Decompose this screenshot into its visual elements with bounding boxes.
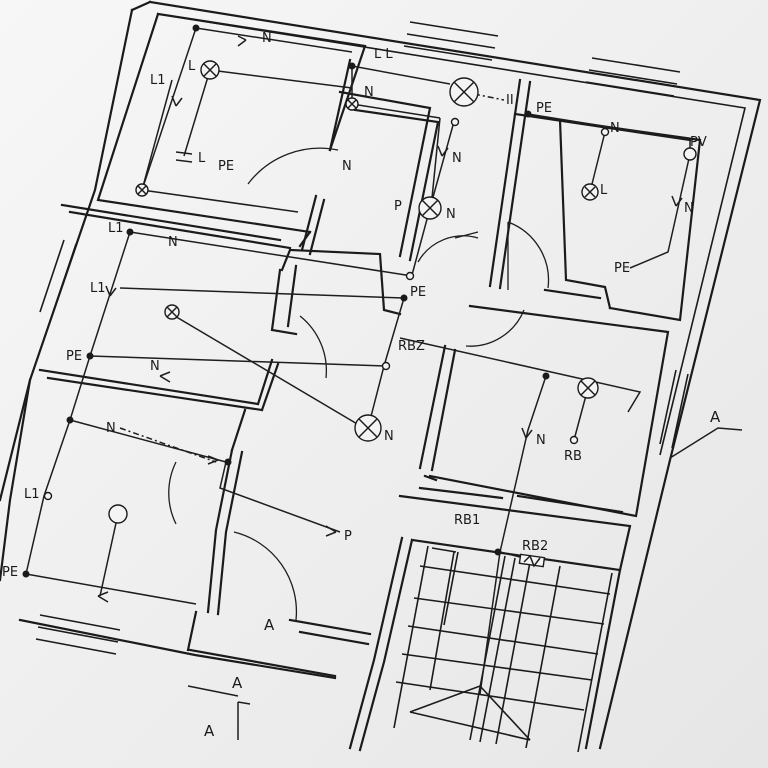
socket-icon (683, 147, 697, 161)
label-rb2: RB2 (522, 539, 548, 554)
label-a-right: A (710, 408, 721, 426)
window-right (659, 369, 689, 449)
label-pe-top: PE (218, 159, 234, 174)
section-markers (187, 427, 743, 740)
building-walls (0, 0, 762, 752)
label-pe-right: PE (536, 101, 552, 116)
label-n-right: N (610, 121, 620, 136)
label-rbz: RBZ (398, 339, 425, 354)
diagram-labels: N L L N N L L1 L PE II P N N PE N PV L N… (2, 31, 721, 740)
lamp-icon (449, 77, 479, 107)
capacitor-icon (175, 151, 193, 163)
lamp-icon (418, 196, 442, 220)
label-l-pe: L (198, 151, 206, 166)
label-pe-left: PE (66, 349, 82, 364)
label-rb1: RB1 (454, 513, 480, 528)
label-n-dash: N (106, 421, 116, 436)
label-n-a: N (168, 235, 178, 250)
staircase (393, 545, 613, 753)
label-n-rv: N (684, 201, 694, 216)
label-ll: L L (374, 47, 393, 62)
electrical-wiring (25, 27, 691, 695)
door-swings (168, 147, 550, 621)
label-l1-a: L1 (108, 221, 124, 236)
direction-arrows (97, 35, 683, 603)
switch-icon (345, 97, 359, 111)
label-l-right: L (600, 183, 608, 198)
label-n-down: N (342, 159, 352, 174)
label-n-left: N (150, 359, 160, 374)
label-a-left: A (264, 616, 275, 634)
label-a-bottom-a: A (232, 674, 243, 692)
window-left (35, 239, 121, 655)
label-n-rb: N (536, 433, 546, 448)
label-n-c: N (384, 429, 394, 444)
label-l-top: L (188, 59, 196, 74)
label-n-top: N (262, 31, 272, 46)
label-pe-bottom: PE (2, 565, 18, 580)
label-l1-top: L1 (150, 73, 166, 88)
window-top (403, 21, 681, 97)
label-rb: RB (564, 449, 582, 464)
light-fixtures (108, 60, 697, 568)
label-pe-center: PE (410, 285, 426, 300)
label-p-mid: P (394, 199, 402, 214)
label-l1-b: L1 (90, 281, 106, 296)
junction-dots (22, 24, 610, 578)
label-pv: PV (690, 135, 707, 150)
label-n-down2: N (452, 151, 462, 166)
label-l1-c: L1 (24, 487, 40, 502)
label-ii: II (506, 93, 514, 108)
label-p-bottom: P (344, 529, 352, 544)
lamp-icon (581, 183, 599, 201)
resistor-icon (518, 553, 546, 568)
label-pe-right2: PE (614, 261, 630, 276)
switch-icon (135, 183, 149, 197)
lamp-icon (577, 377, 599, 399)
label-a-bottom-b: A (204, 722, 215, 740)
label-n-mid: N (364, 85, 374, 100)
lamp-icon (164, 304, 180, 320)
label-n-mid2: N (446, 207, 456, 222)
lamp-icon (200, 60, 220, 80)
socket-icon (108, 504, 128, 524)
lamp-icon (354, 414, 382, 442)
